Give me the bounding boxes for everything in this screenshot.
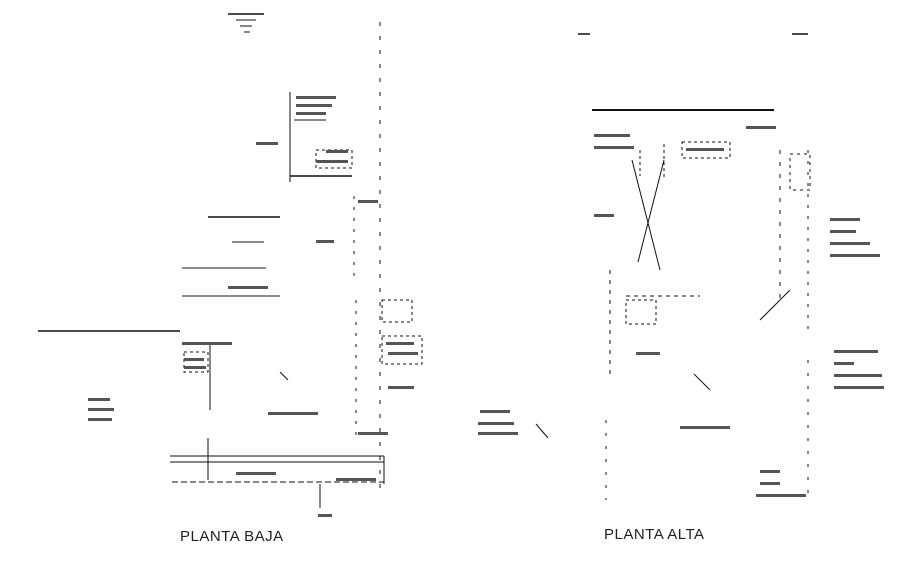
room-label-mark <box>316 160 348 163</box>
room-label-mark <box>388 386 414 389</box>
room-label-mark <box>680 426 730 429</box>
room-label-mark <box>296 96 336 99</box>
stair-line <box>637 159 665 263</box>
room-label-mark <box>228 286 268 289</box>
room-label-mark <box>830 218 860 221</box>
room-label-mark <box>686 148 724 151</box>
room-label-mark <box>88 398 110 401</box>
room-label-mark <box>318 514 332 517</box>
room-label-mark <box>236 472 276 475</box>
room-label-mark <box>594 134 630 137</box>
room-label-mark <box>834 350 878 353</box>
room-label-mark <box>594 146 634 149</box>
room-label-mark <box>326 150 348 153</box>
room-label-mark <box>480 410 510 413</box>
room-label-mark <box>184 358 204 361</box>
room-label-mark <box>834 374 882 377</box>
room-label-mark <box>746 126 776 129</box>
room-label-mark <box>316 240 334 243</box>
room-label-mark <box>184 366 206 369</box>
room-label-mark <box>358 432 388 435</box>
room-label-mark <box>834 362 854 365</box>
room-label-mark <box>386 342 414 345</box>
room-label-mark <box>268 412 318 415</box>
room-label-mark <box>358 200 378 203</box>
ground-floor-room-labels <box>88 96 418 517</box>
room-label-mark <box>760 470 780 473</box>
ground-floor-caption: PLANTA BAJA <box>180 528 284 545</box>
room-label-mark <box>336 478 376 481</box>
room-label-mark <box>88 418 112 421</box>
room-label-mark <box>388 352 418 355</box>
room-label-mark <box>296 112 326 115</box>
room-outline <box>381 299 413 323</box>
room-label-mark <box>478 432 518 435</box>
room-label-mark <box>830 254 880 257</box>
room-outline <box>625 299 657 325</box>
room-outline <box>381 335 423 365</box>
room-outline <box>789 153 811 191</box>
wall <box>759 289 791 321</box>
upper-floor-caption: PLANTA ALTA <box>604 526 705 543</box>
room-label-mark <box>594 214 614 217</box>
upper-floor-room-labels <box>478 126 884 497</box>
stair-line <box>631 159 661 271</box>
room-label-mark <box>760 482 780 485</box>
room-outline <box>681 141 731 159</box>
room-label-mark <box>636 352 660 355</box>
wall <box>535 423 549 439</box>
wall <box>279 371 289 381</box>
room-label-mark <box>182 342 232 345</box>
wall <box>693 373 711 391</box>
ground-floor-plan <box>38 13 423 508</box>
room-label-mark <box>296 104 332 107</box>
room-label-mark <box>478 422 514 425</box>
room-label-mark <box>756 494 806 497</box>
room-label-mark <box>256 142 278 145</box>
room-outline <box>183 351 209 373</box>
upper-floor-plan <box>535 33 811 500</box>
room-label-mark <box>834 386 884 389</box>
room-label-mark <box>830 230 856 233</box>
room-label-mark <box>88 408 114 411</box>
room-label-mark <box>830 242 870 245</box>
